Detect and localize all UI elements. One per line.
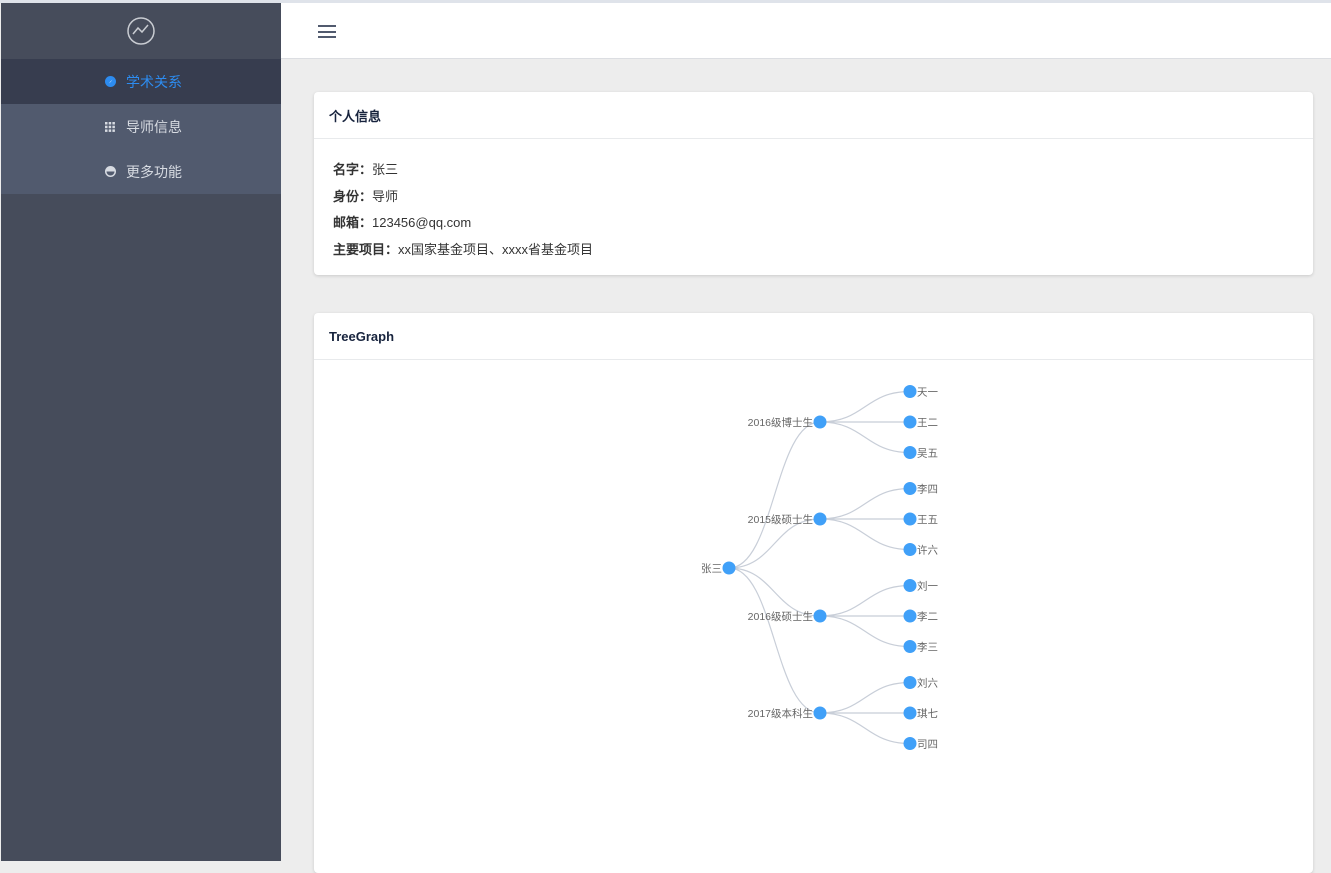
tree-link: [728, 567, 821, 617]
tree-node[interactable]: 刘六: [903, 676, 939, 690]
top-border: [0, 0, 1331, 3]
tree-node[interactable]: 王二: [903, 415, 939, 430]
profile-role: 身份：导师: [333, 184, 1294, 211]
tree-node-dot[interactable]: [813, 415, 827, 429]
tree-node-dot[interactable]: [903, 706, 917, 720]
profile-projects: 主要项目：xx国家基金项目、xxxx省基金项目: [333, 237, 1294, 264]
tree-node[interactable]: 王五: [903, 512, 939, 527]
tree-link: [819, 518, 911, 551]
tree-node-label: 2017级本科生: [748, 707, 813, 720]
sidebar-item-advisor-info[interactable]: 导师信息: [1, 104, 281, 149]
pie-icon: [104, 166, 116, 178]
tree-node-dot[interactable]: [722, 561, 736, 575]
tree-node[interactable]: 琪七: [903, 706, 939, 721]
sidebar-item-academic-relations[interactable]: 学术关系: [1, 59, 281, 104]
tree-node[interactable]: 张三: [701, 561, 736, 576]
profile-email: 邮箱：123456@qq.com: [333, 210, 1294, 237]
tree-node-label: 2016级博士生: [748, 416, 813, 429]
tree-link: [819, 681, 911, 714]
tree-node-label: 李二: [917, 610, 938, 623]
sidebar-item-label: 导师信息: [126, 118, 182, 135]
tree-node-label: 李三: [917, 641, 938, 654]
field-label: 主要项目：: [333, 241, 399, 257]
field-label: 名字：: [333, 162, 373, 177]
compass-icon: [104, 76, 116, 88]
tree-node-label: 许六: [917, 544, 938, 557]
tree-node-dot[interactable]: [903, 737, 917, 750]
sidebar-item-label: 学术关系: [126, 73, 182, 90]
tree-link: [819, 487, 911, 520]
tree-link: [819, 712, 911, 745]
menu-toggle-icon[interactable]: [318, 25, 336, 38]
tree-link: [728, 421, 821, 569]
tree-node-dot[interactable]: [813, 512, 827, 526]
tree-node[interactable]: 刘一: [903, 579, 939, 593]
tree-node-dot[interactable]: [903, 446, 917, 459]
tree-link: [819, 584, 911, 617]
field-value: 张三: [372, 162, 399, 177]
profile-card-title: 个人信息: [314, 92, 1313, 139]
tree-node[interactable]: 2015级硕士生: [748, 512, 827, 527]
field-value: 导师: [372, 188, 399, 204]
tree-node[interactable]: 2016级博士生: [748, 415, 827, 430]
tree-node-label: 琪七: [917, 707, 938, 720]
tree-node-dot[interactable]: [903, 609, 917, 623]
grid-icon: [104, 121, 116, 133]
tree-node-label: 王二: [917, 417, 938, 429]
tree-node-dot[interactable]: [903, 543, 917, 556]
field-label: 身份：: [333, 188, 373, 204]
tree-link: [819, 421, 911, 454]
tree-links: [728, 390, 911, 745]
tree-link: [819, 615, 911, 648]
tree-node[interactable]: 天一: [903, 385, 939, 399]
tree-node[interactable]: 司四: [903, 737, 939, 751]
tree-node-dot[interactable]: [903, 415, 917, 429]
tree-link: [728, 567, 821, 714]
tree-node[interactable]: 李三: [903, 640, 939, 654]
tree-node-label: 刘六: [917, 678, 938, 690]
tree-node-dot[interactable]: [903, 482, 917, 495]
tree-link: [728, 518, 821, 569]
tree-node-label: 2016级硕士生: [748, 610, 813, 623]
tree-node-dot[interactable]: [903, 579, 917, 592]
tree-node[interactable]: 吴五: [903, 446, 939, 460]
tree-graph-title: TreeGraph: [314, 313, 1313, 360]
tree-node-label: 张三: [701, 563, 722, 575]
tree-node-dot[interactable]: [903, 512, 917, 526]
tree-node-dot[interactable]: [903, 676, 917, 689]
tree-node-dot[interactable]: [903, 640, 917, 653]
tree-node-label: 2015级硕士生: [748, 513, 813, 526]
tree-node-label: 吴五: [917, 448, 938, 460]
main-content: 个人信息 名字：张三 身份：导师 邮箱：123456@qq.com 主要项目：x…: [295, 73, 1331, 873]
tree-node[interactable]: 许六: [903, 543, 939, 557]
tree-node-label: 刘一: [917, 581, 938, 593]
tree-graph-card: TreeGraph 天一王二吴五 2016级博士生李四王五许六 2015级硕士生刘一…: [314, 313, 1313, 873]
trend-chart-icon: [127, 17, 155, 45]
header: [281, 3, 1331, 59]
tree-node-dot[interactable]: [813, 609, 827, 623]
tree-node-label: 王五: [917, 514, 938, 526]
tree-link: [819, 390, 911, 423]
field-label: 邮箱：: [333, 215, 373, 230]
tree-node[interactable]: 李四: [903, 482, 939, 496]
sidebar: 学术关系 导师信息 更多功能: [1, 3, 281, 861]
profile-card: 个人信息 名字：张三 身份：导师 邮箱：123456@qq.com 主要项目：x…: [314, 92, 1313, 275]
tree-node-dot[interactable]: [813, 706, 827, 720]
sidebar-item-more-features[interactable]: 更多功能: [1, 149, 281, 194]
logo[interactable]: [1, 3, 281, 59]
profile-name: 名字：张三: [333, 157, 1294, 184]
tree-node-label: 天一: [917, 387, 938, 399]
field-value: xx国家基金项目、xxxx省基金项目: [398, 241, 594, 257]
tree-node[interactable]: 李二: [903, 609, 939, 624]
tree-node[interactable]: 2017级本科生: [748, 706, 827, 721]
field-value: 123456@qq.com: [372, 215, 472, 230]
sidebar-item-label: 更多功能: [126, 163, 182, 180]
tree-node[interactable]: 2016级硕士生: [748, 609, 827, 624]
tree-node-label: 李四: [917, 483, 938, 496]
tree-node-label: 司四: [917, 739, 938, 751]
tree-node-dot[interactable]: [903, 385, 917, 398]
